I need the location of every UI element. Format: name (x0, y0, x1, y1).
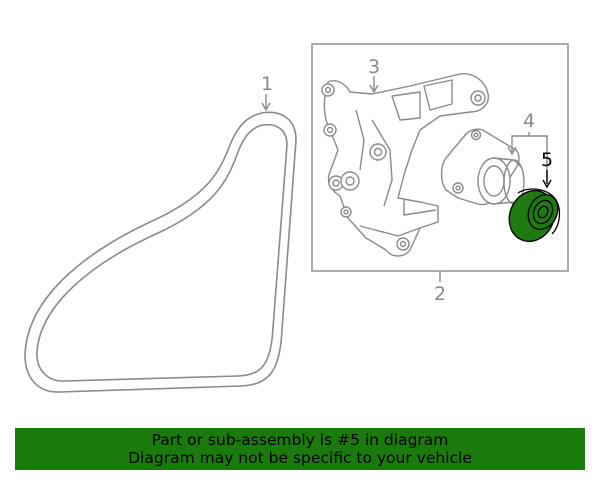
callout-4-label: 4 (523, 110, 535, 132)
callout-2: 2 (434, 271, 446, 305)
callout-3-label: 3 (368, 56, 380, 78)
parts-diagram: 1 2 3 (24, 43, 569, 393)
callout-1-label: 1 (261, 73, 273, 95)
callout-5-label: 5 (541, 149, 553, 171)
callout-2-label: 2 (434, 283, 446, 305)
banner-line-2: Diagram may not be specific to your vehi… (128, 449, 472, 467)
info-banner: Part or sub-assembly is #5 in diagram Di… (15, 428, 585, 470)
serpentine-belt[interactable] (24, 111, 297, 393)
callout-5: 5 (541, 149, 553, 189)
callout-3: 3 (368, 56, 380, 94)
callout-1: 1 (261, 73, 273, 112)
idler-pulley[interactable] (501, 183, 563, 249)
banner-line-1: Part or sub-assembly is #5 in diagram (151, 431, 449, 449)
tensioner-bracket[interactable] (321, 73, 489, 257)
callout-4: 4 (507, 110, 548, 178)
